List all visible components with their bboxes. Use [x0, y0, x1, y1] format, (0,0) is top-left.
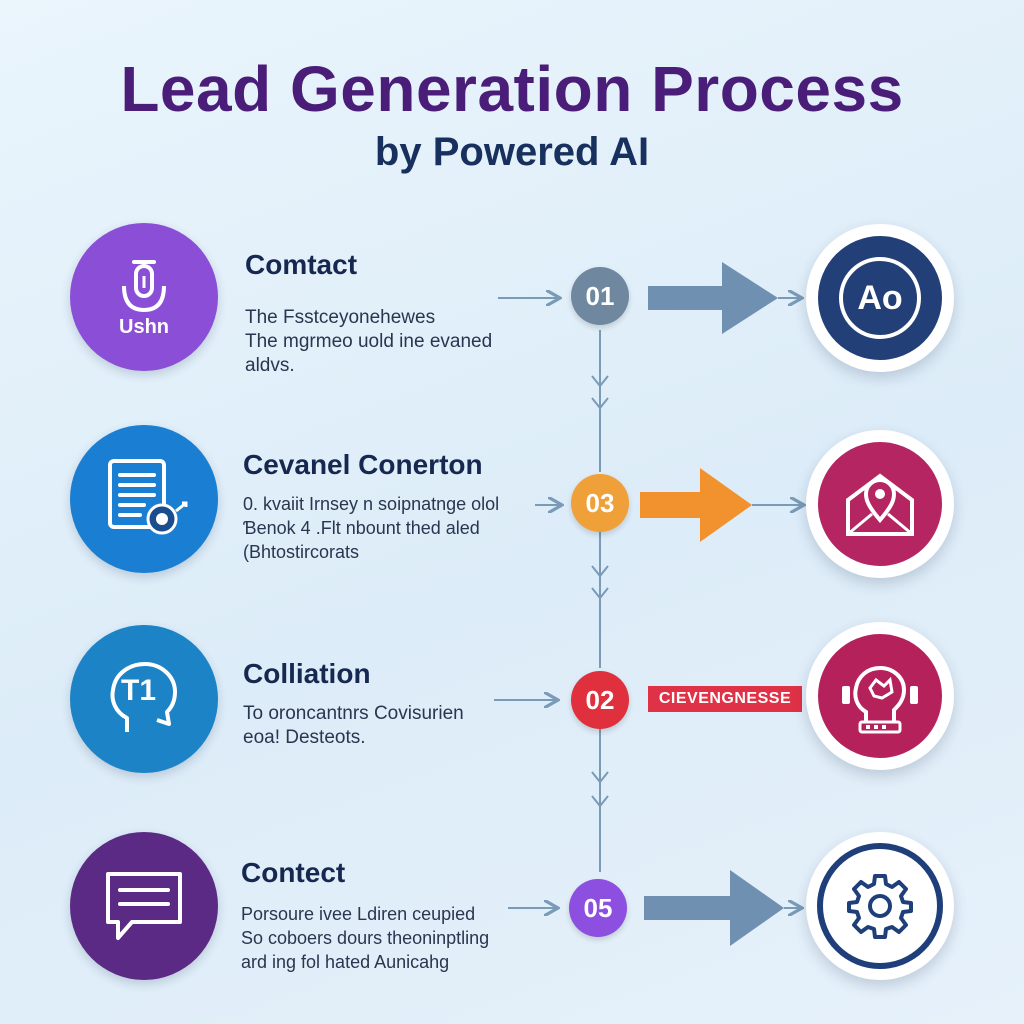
step-1-icon-circle: Ushn [70, 223, 218, 371]
chat-bubble-icon [106, 872, 182, 940]
email-location-icon [846, 473, 914, 536]
step-3-title: Colliation [243, 658, 371, 689]
big-arrow-1 [648, 262, 778, 334]
step-4-icon-circle [70, 832, 218, 980]
step-number-01: 01 [571, 267, 629, 325]
step-number-03: 03 [571, 474, 629, 532]
big-arrow-4 [644, 870, 784, 946]
step-number-05: 05 [569, 879, 627, 937]
step-2-result-circle [806, 430, 954, 578]
step-3-badge: CIEVENGNESSE [648, 686, 802, 712]
step-2-title: Cevanel Conerton [243, 449, 483, 480]
step-1-result-circle: Ao [806, 224, 954, 372]
page-subtitle: by Powered AI [374, 130, 650, 174]
step-4-description: Porsoure ivee Ldiren ceupied So coboers … [241, 904, 490, 972]
step-1-description: The Fsstceyonehewes The mgrmeo uold ine … [245, 307, 493, 376]
head-chat-icon: T1 [99, 654, 189, 744]
gear-ring [817, 843, 943, 969]
step-2-icon-circle [70, 425, 218, 573]
step-4-result-circle [806, 832, 954, 980]
big-arrow-2 [640, 468, 752, 542]
step-3-description: To oroncantnrs Covisurien eoa! Desteots. [243, 703, 464, 748]
microphone-icon: Ushn [112, 256, 176, 339]
step-1-title: Comtact [245, 249, 358, 280]
step-4-title: Contect [241, 857, 346, 888]
microphone-label: Ushn [119, 315, 169, 338]
page-title: Lead Generation Process [120, 53, 904, 125]
document-list-icon [108, 459, 188, 535]
step-3-icon-circle: T1 [70, 625, 218, 773]
ao-logo-icon: Ao [839, 257, 921, 339]
gear-icon [847, 874, 913, 939]
step-2-description: 0. kvaiit Irnsey n soipnatnge olol Ɓenok… [243, 494, 500, 562]
step-number-02: 02 [571, 671, 629, 729]
step-3-result-circle [806, 622, 954, 770]
ai-head-icon [842, 665, 918, 734]
